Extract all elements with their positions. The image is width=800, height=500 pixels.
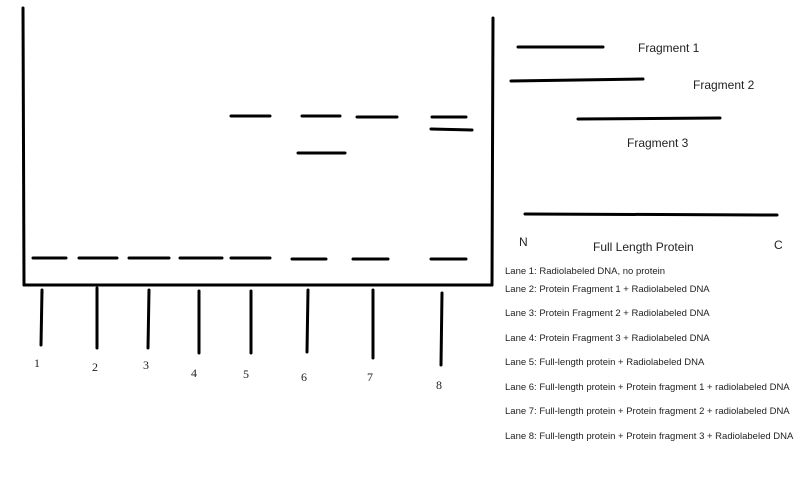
full-length-protein-bar bbox=[523, 212, 779, 217]
legend-lane-3: Lane 3: Protein Fragment 2 + Radiolabele… bbox=[505, 308, 710, 319]
c-terminus-label: C bbox=[774, 238, 783, 252]
gel-right-wall bbox=[490, 16, 495, 287]
fragment2-bar bbox=[509, 77, 645, 83]
lane-numbers: 1 2 3 4 5 6 7 8 bbox=[34, 356, 442, 392]
lane-markers bbox=[39, 286, 444, 367]
fragment3-label: Fragment 3 bbox=[627, 136, 689, 150]
fragment1-label: Fragment 1 bbox=[638, 41, 700, 55]
lane-number-3: 3 bbox=[143, 358, 149, 372]
fragment3-bar bbox=[576, 116, 722, 121]
lane-marker-8 bbox=[439, 291, 444, 367]
shifted-bands bbox=[229, 114, 474, 155]
lane-number-6: 6 bbox=[301, 370, 307, 384]
free-dna-bands bbox=[31, 256, 468, 261]
lane-number-2: 2 bbox=[92, 360, 98, 374]
lane-number-8: 8 bbox=[436, 378, 442, 392]
legend-lane-1: Lane 1: Radiolabeled DNA, no protein bbox=[505, 266, 666, 277]
lane-marker-3 bbox=[146, 288, 151, 350]
gel-frame bbox=[21, 6, 495, 287]
lane-number-7: 7 bbox=[367, 370, 373, 384]
lane-marker-6 bbox=[305, 288, 310, 354]
full-length-protein-label: Full Length Protein bbox=[593, 240, 694, 254]
legend-lane-7: Lane 7: Full-length protein + Protein fr… bbox=[505, 406, 790, 417]
lane-number-4: 4 bbox=[191, 366, 197, 380]
legend-lane-6: Lane 6: Full-length protein + Protein fr… bbox=[505, 381, 790, 393]
legend-lane-4: Lane 4: Protein Fragment 3 + Radiolabele… bbox=[505, 332, 710, 344]
legend-lane-2: Lane 2: Protein Fragment 1 + Radiolabele… bbox=[505, 283, 710, 295]
gel-left-wall bbox=[21, 6, 26, 287]
lane-number-1: 1 bbox=[34, 356, 40, 370]
protein-map: Fragment 1 Fragment 2 Fragment 3 N Full … bbox=[509, 41, 783, 254]
legend-lane-8: Lane 8: Full-length protein + Protein fr… bbox=[505, 430, 794, 442]
lane-number-5: 5 bbox=[243, 367, 249, 381]
fragment2-label: Fragment 2 bbox=[693, 78, 755, 92]
lane-legend: Lane 1: Radiolabeled DNA, no protein Lan… bbox=[505, 266, 795, 455]
n-terminus-label: N bbox=[519, 235, 528, 249]
legend-lane-5: Lane 5: Full-length protein + Radiolabel… bbox=[505, 357, 705, 368]
lane-marker-1 bbox=[39, 288, 44, 347]
gel-band-lane8-shift-lower bbox=[429, 127, 474, 132]
